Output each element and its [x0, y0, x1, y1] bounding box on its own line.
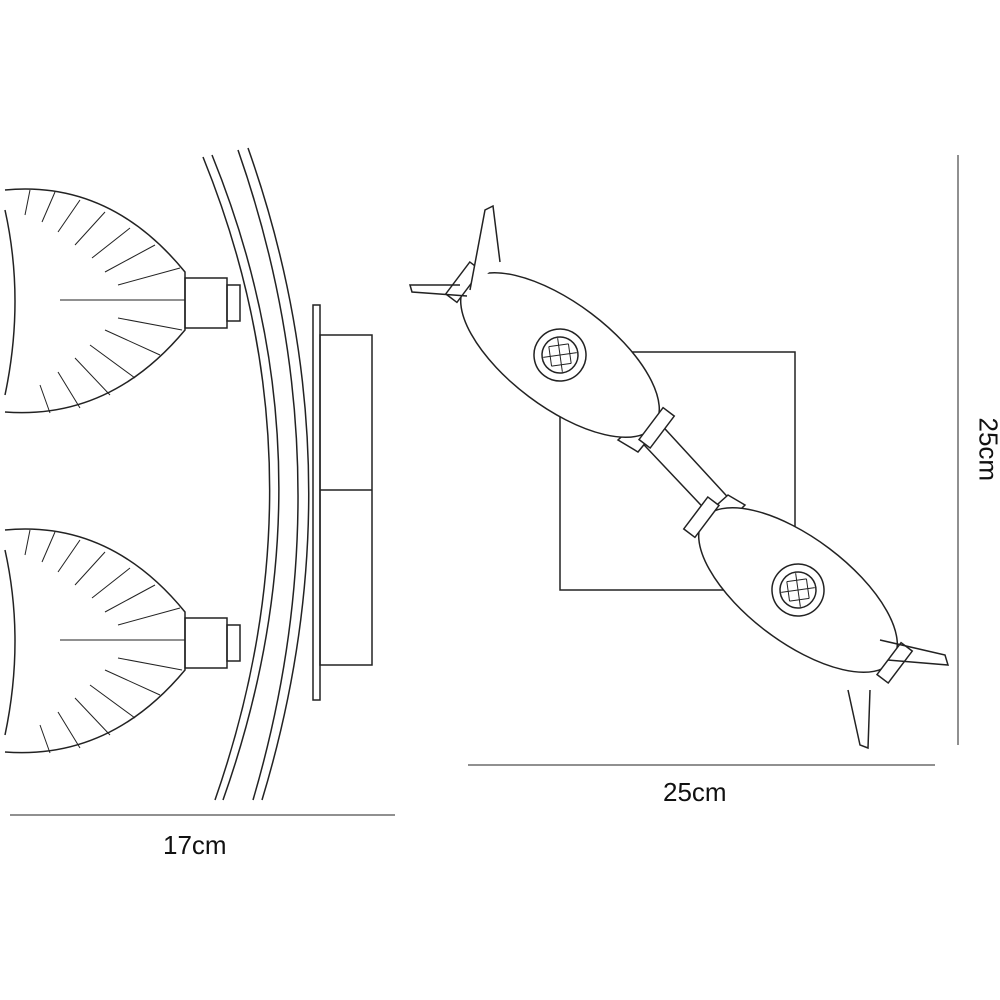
front-view — [409, 155, 959, 766]
side-view — [4, 147, 395, 816]
dimension-label-side-width: 17cm — [163, 830, 227, 860]
backplate — [559, 351, 796, 591]
shade-bottom — [4, 528, 241, 754]
wall-box — [319, 334, 373, 666]
head-top — [444, 260, 676, 450]
wall-plate — [312, 304, 321, 701]
dimension-label-front-height: 25cm — [973, 417, 1000, 482]
shade-top — [4, 188, 241, 414]
head-bottom — [682, 495, 914, 685]
curved-arms — [202, 147, 310, 801]
dimension-label-front-width: 25cm — [663, 777, 727, 807]
